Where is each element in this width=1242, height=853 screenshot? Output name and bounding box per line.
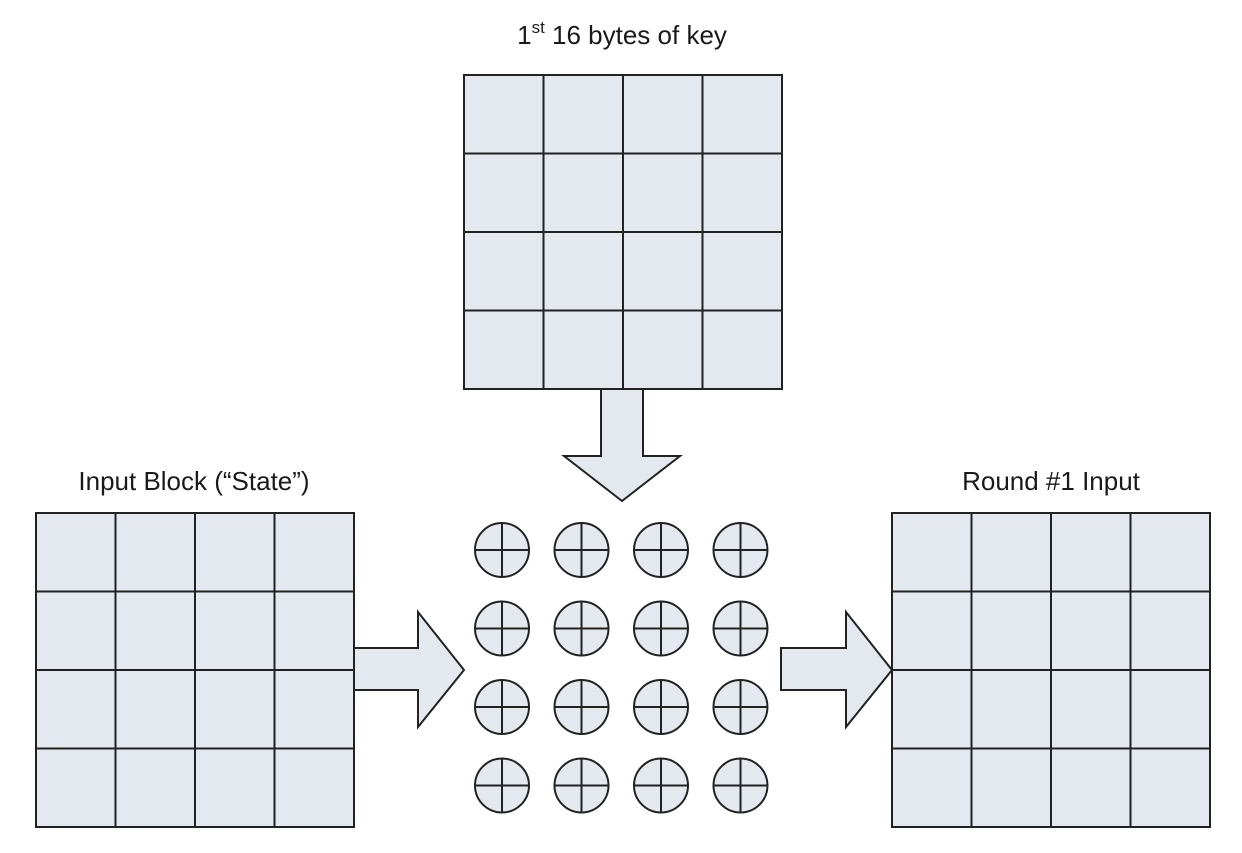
key-cell <box>701 152 783 233</box>
key-cell <box>542 74 624 155</box>
state-cell <box>194 590 276 671</box>
xor-operator-icon <box>712 600 769 657</box>
state-cell <box>194 512 276 593</box>
output-cell <box>970 747 1052 828</box>
state-cell <box>114 512 196 593</box>
output-cell <box>1050 590 1132 671</box>
key-cell <box>622 152 704 233</box>
xor-operator-icon <box>633 679 689 735</box>
state-cell <box>35 747 117 828</box>
right-arrow-icon <box>353 609 466 730</box>
output-cell <box>891 669 973 750</box>
output-cell <box>970 590 1052 671</box>
state-cell <box>273 747 355 828</box>
xor-operator-icon <box>474 522 530 578</box>
output-cell <box>1129 669 1211 750</box>
key-cell <box>542 152 624 233</box>
xor-operator-grid <box>474 522 769 814</box>
xor-operator-icon <box>474 679 530 735</box>
xor-operator-icon <box>712 679 769 735</box>
output-grid-label: Round #1 Input <box>962 466 1141 496</box>
key-cell <box>622 309 704 390</box>
key-cell <box>622 231 704 312</box>
xor-operator-icon <box>553 679 610 735</box>
state-cell <box>35 590 117 671</box>
state-cell <box>114 590 196 671</box>
xor-operator-icon <box>474 600 530 657</box>
xor-operator-icon <box>553 522 610 578</box>
down-arrow-icon <box>561 388 683 503</box>
key-grid-label: 1st 16 bytes of key <box>517 18 727 50</box>
output-cell <box>970 512 1052 593</box>
output-cell <box>1050 747 1132 828</box>
key-cell <box>463 152 545 233</box>
state-cell <box>35 512 117 593</box>
output-grid <box>891 512 1211 828</box>
xor-operator-icon <box>712 757 769 814</box>
key-cell <box>463 231 545 312</box>
key-cell <box>701 231 783 312</box>
output-cell <box>1050 669 1132 750</box>
key-grid <box>463 74 783 390</box>
output-cell <box>891 747 973 828</box>
state-cell <box>273 669 355 750</box>
state-grid <box>35 512 355 828</box>
key-cell <box>622 74 704 155</box>
state-cell <box>273 590 355 671</box>
xor-operator-icon <box>712 522 769 578</box>
xor-operator-icon <box>633 522 689 578</box>
output-cell <box>1129 512 1211 593</box>
output-cell <box>1050 512 1132 593</box>
key-cell <box>701 74 783 155</box>
state-cell <box>194 747 276 828</box>
xor-operator-icon <box>553 600 610 657</box>
state-cell <box>273 512 355 593</box>
output-cell <box>1129 747 1211 828</box>
key-cell <box>701 309 783 390</box>
key-cell <box>463 74 545 155</box>
output-cell <box>891 512 973 593</box>
xor-operator-icon <box>553 757 610 814</box>
state-cell <box>194 669 276 750</box>
xor-operator-icon <box>633 757 689 814</box>
output-cell <box>1129 590 1211 671</box>
state-cell <box>114 747 196 828</box>
key-cell <box>463 309 545 390</box>
state-cell <box>114 669 196 750</box>
xor-operator-icon <box>633 600 689 657</box>
state-grid-label: Input Block (“State”) <box>78 466 309 496</box>
key-cell <box>542 309 624 390</box>
xor-operator-icon <box>474 757 530 814</box>
output-cell <box>970 669 1052 750</box>
right-arrow-icon <box>780 609 894 730</box>
key-cell <box>542 231 624 312</box>
state-cell <box>35 669 117 750</box>
output-cell <box>891 590 973 671</box>
